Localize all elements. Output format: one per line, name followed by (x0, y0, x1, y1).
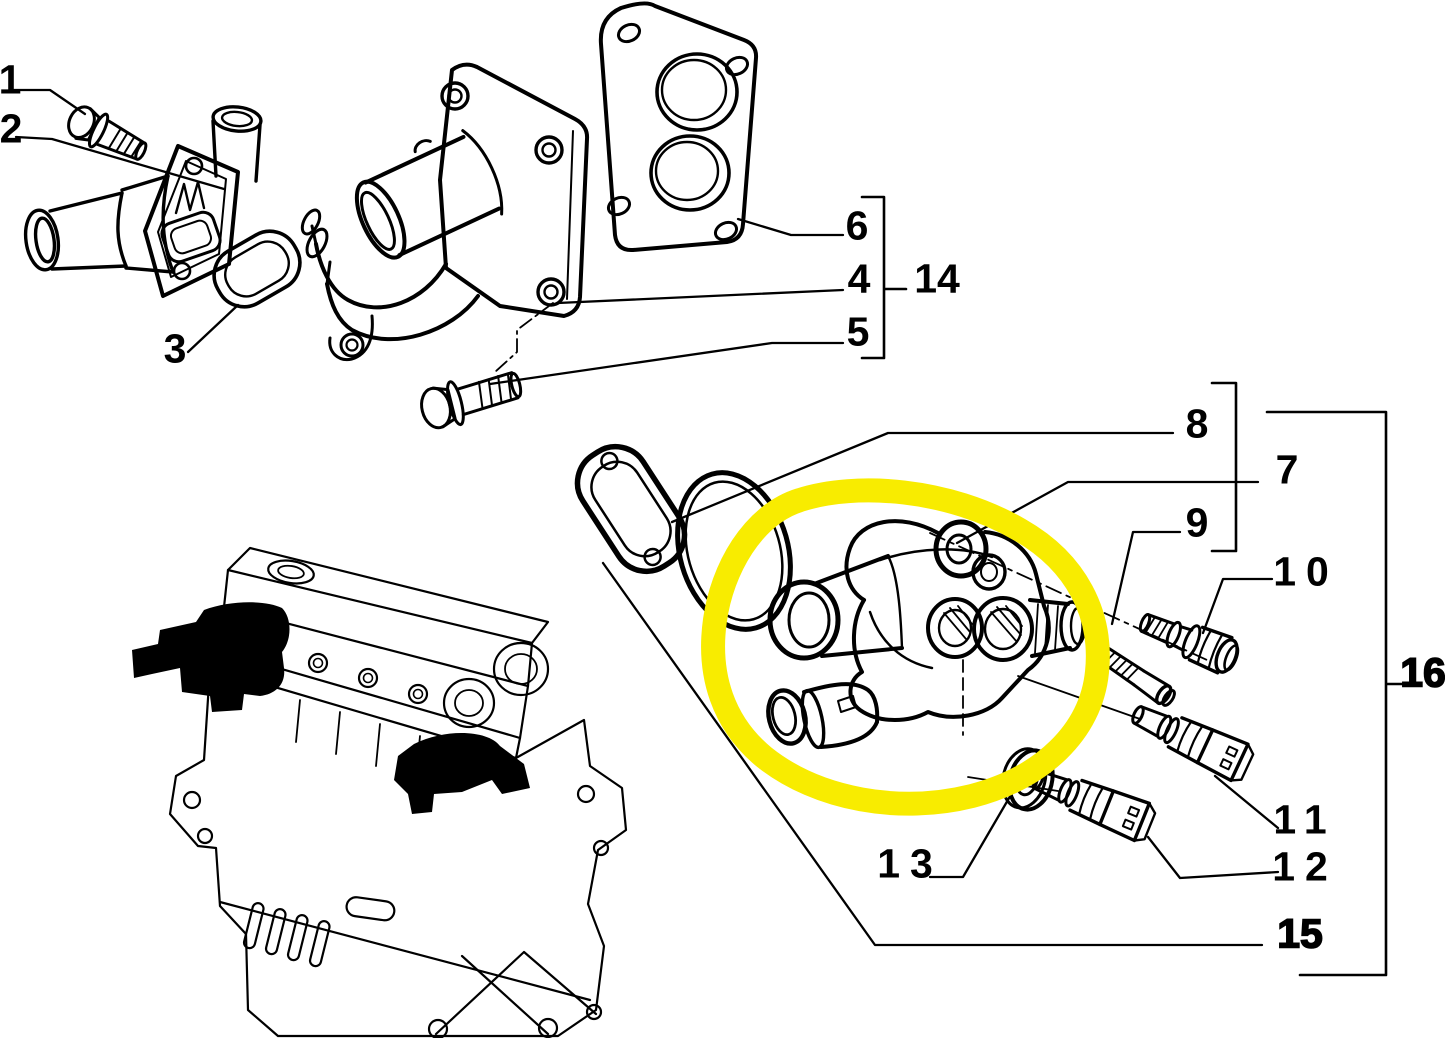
part-label-14: 14 (914, 255, 960, 302)
part-label-6: 6 (845, 202, 869, 249)
leader-part-13 (928, 791, 1014, 879)
part-6-gasket-drawing (598, 1, 759, 253)
part-5-bolt-drawing (420, 371, 523, 430)
part-label-3: 3 (163, 325, 187, 372)
axis-sensor-11 (1017, 675, 1141, 720)
leader-part-1 (12, 88, 87, 116)
part-label-1: 1 (0, 56, 22, 103)
part-label-12: 12 (1272, 843, 1338, 890)
leader-part-9 (1110, 530, 1182, 626)
part-7-seal-ring-drawing (675, 470, 793, 632)
part-11-temp-sensor-drawing (1131, 705, 1255, 783)
leader-part-10 (1201, 577, 1274, 635)
part-label-13: 13 (877, 840, 943, 887)
part-2-thermostat-drawing (23, 105, 263, 298)
part-15-housing-drawing (766, 519, 1087, 750)
axis-bolt-5 (494, 302, 554, 373)
installed-part-silhouette-left (132, 602, 290, 712)
part-label-15: 15 (1276, 910, 1323, 957)
part-label-8: 8 (1185, 400, 1209, 447)
part-1-bolt-drawing (67, 105, 148, 161)
part-8-gasket-drawing (574, 443, 688, 575)
part-4-outlet-housing-drawing (300, 62, 590, 362)
group-brackets (860, 195, 1408, 977)
leader-part-4 (556, 288, 845, 305)
part-label-16: 16 (1399, 649, 1445, 696)
part-label-7: 7 (1275, 446, 1299, 493)
bracket-group-8-7-9 (1210, 381, 1238, 553)
axis-bolt-9-10 (929, 532, 1208, 661)
part-10-plug-bolt-drawing (1138, 613, 1240, 675)
leader-part-11 (1213, 774, 1280, 830)
bracket-group-16 (1265, 410, 1408, 977)
leader-part-8 (670, 431, 1175, 524)
installed-part-silhouette-right (394, 732, 530, 814)
leader-part-15 (601, 561, 1264, 947)
part-label-5: 5 (846, 308, 870, 355)
leader-part-5 (488, 341, 845, 386)
part-label-9: 9 (1185, 499, 1209, 546)
leader-part-6 (736, 217, 845, 237)
part-label-4: 4 (847, 255, 871, 302)
part-3-gasket-drawing (212, 229, 302, 309)
part-label-10: 10 (1273, 548, 1339, 595)
bracket-group-14 (860, 195, 908, 360)
part-label-2: 2 (0, 105, 23, 152)
leader-part-3 (186, 303, 240, 354)
leader-part-12 (1146, 835, 1280, 880)
leader-lines (12, 88, 1280, 947)
highlight-circle (701, 478, 1110, 816)
part-label-11: 11 (1273, 796, 1337, 843)
